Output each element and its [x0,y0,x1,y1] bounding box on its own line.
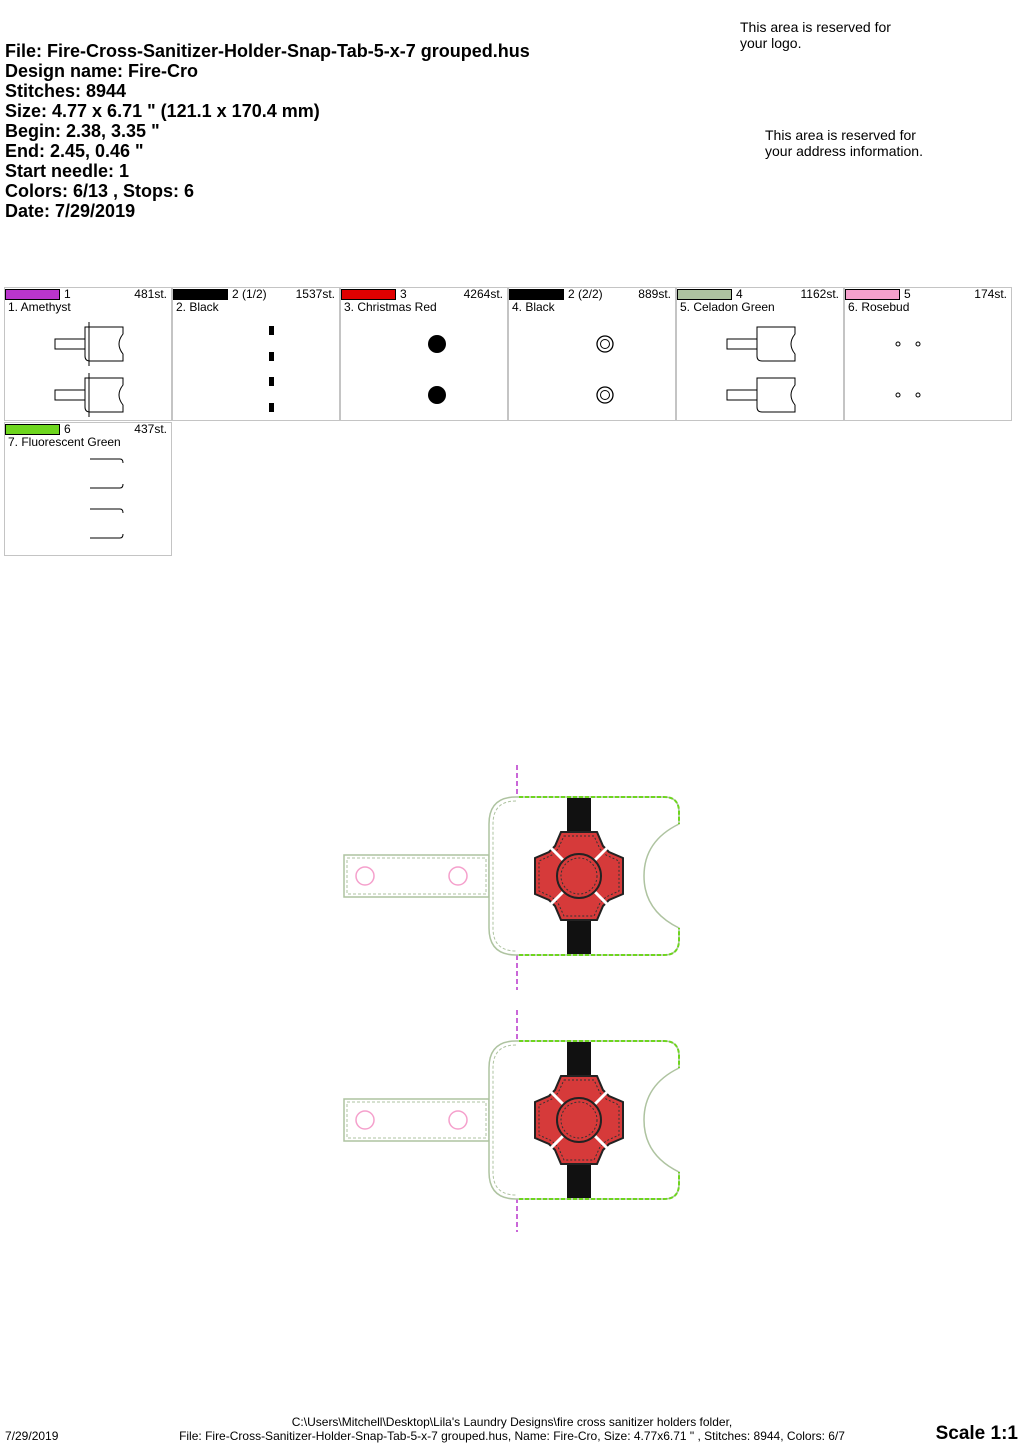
stitch-count: 174st. [974,287,1007,301]
info-colors: Colors: 6/13 , Stops: 6 [5,181,195,201]
stitch-count: 4264st. [463,287,503,301]
stop-thumbnail [428,335,446,404]
color-stop-grid: 1 481st. 1. Amethyst 2 (1/2) 1537st. 2. Black… [4,287,1014,558]
info-design-name: Design name: Fire-Cro [5,61,199,81]
needle-number: 6 [64,422,71,436]
needle-number: 5 [904,287,911,301]
footer-date: 7/29/2019 [5,1429,59,1443]
stitch-count: 889st. [638,287,671,301]
color-name: 4. Black [512,300,555,314]
color-stop-cell: 2 (2/2) 889st. 4. Black [508,287,676,421]
color-name: 3. Christmas Red [344,300,437,314]
needle-number: 3 [400,287,407,301]
color-stop-cell: 2 (1/2) 1537st. 2. Black [172,287,340,421]
color-swatch [5,424,60,435]
stitch-count: 1162st. [800,287,839,301]
stitch-count: 1537st. [295,287,335,301]
info-start-needle: Start needle: 1 [5,161,130,181]
design-info: File: Fire-Cross-Sanitizer-Holder-Snap-T… [5,41,530,221]
stop-thumbnail [596,335,614,404]
info-file: File: Fire-Cross-Sanitizer-Holder-Snap-T… [5,41,530,61]
holder-bottom [342,1039,681,1201]
color-swatch [677,289,732,300]
color-name: 1. Amethyst [8,300,71,314]
stop-thumbnail [90,458,124,539]
stop-thumbnail [54,322,124,417]
address-reserved-note: This area is reserved for your address i… [765,127,923,159]
needle-number: 2 (2/2) [568,287,603,301]
color-stop-cell: 5 174st. 6. Rosebud [844,287,1012,421]
color-swatch [173,289,228,300]
stop-thumbnail [726,326,796,413]
logo-reserved-note: This area is reserved for your logo. [740,19,891,51]
color-stop-cell: 3 4264st. 3. Christmas Red [340,287,508,421]
color-name: 6. Rosebud [848,300,910,314]
info-begin: Begin: 2.38, 3.35 " [5,121,160,141]
stop-thumbnail [269,326,274,412]
color-name: 2. Black [176,300,219,314]
needle-number: 2 (1/2) [232,287,267,301]
info-end: End: 2.45, 0.46 " [5,141,144,161]
info-stitches: Stitches: 8944 [5,81,127,101]
color-swatch [509,289,564,300]
color-stop-cell: 6 437st. 7. Fluorescent Green [4,422,172,556]
color-stop-cell: 4 1162st. 5. Celadon Green [676,287,844,421]
footer-path: C:\Users\Mitchell\Desktop\Lila's Laundry… [291,1415,733,1429]
color-name: 5. Celadon Green [680,300,775,314]
stitch-count: 481st. [134,287,167,301]
color-swatch [341,289,396,300]
info-date: Date: 7/29/2019 [5,201,136,221]
needle-number: 1 [64,287,71,301]
stop-thumbnail [895,341,921,398]
footer-scale: Scale 1:1 [935,1423,1018,1444]
color-stop-cell: 1 481st. 1. Amethyst [4,287,172,421]
color-name: 7. Fluorescent Green [8,435,121,449]
color-swatch [845,289,900,300]
color-swatch [5,289,60,300]
needle-number: 4 [736,287,743,301]
info-size: Size: 4.77 x 6.71 " (121.1 x 170.4 mm) [5,101,320,121]
stitch-count: 437st. [134,422,167,436]
holder-top [342,795,681,957]
footer-file-line: File: Fire-Cross-Sanitizer-Holder-Snap-T… [179,1429,845,1443]
